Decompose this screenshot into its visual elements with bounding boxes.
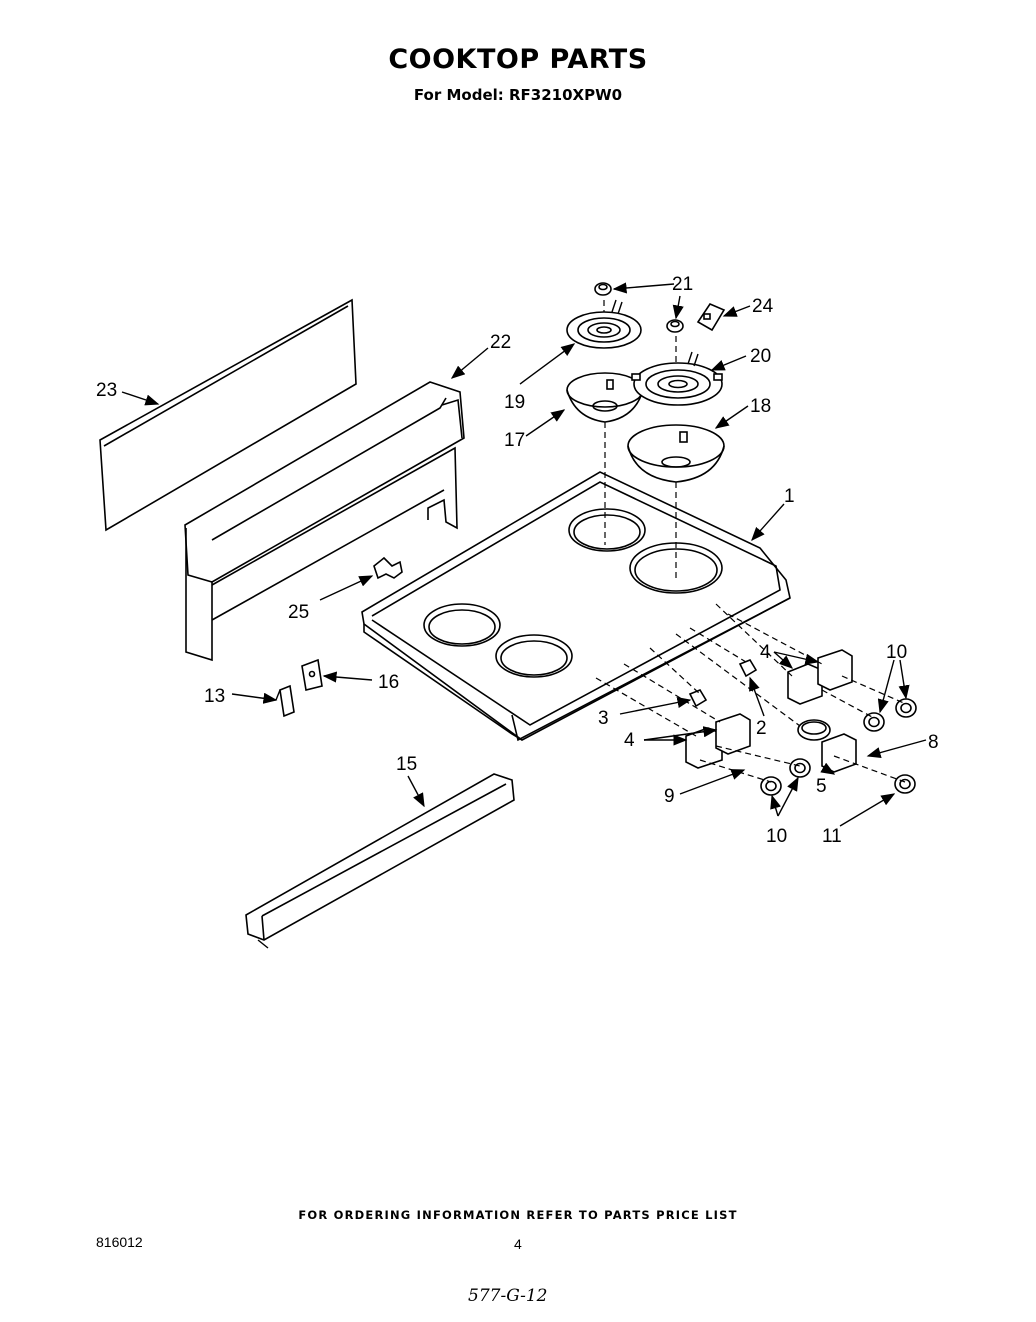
page-number: 4: [514, 1236, 522, 1252]
callout-25: 25: [288, 602, 309, 623]
callout-16: 16: [378, 672, 399, 693]
part-4-switch-right-a: [787, 663, 823, 705]
part-24-terminal-block: [696, 303, 726, 332]
part-10-knob-2: [863, 712, 885, 732]
part-20-large-element: [631, 351, 723, 406]
part-18-large-drip-bowl: [627, 424, 725, 483]
part-21-insulators: [594, 282, 684, 333]
callout-24: 24: [752, 296, 774, 317]
part-1-cooktop: [361, 471, 791, 742]
callout-19: 19: [504, 392, 525, 413]
callout-13: 13: [204, 686, 225, 707]
handwritten-annotation: 577-G-12: [468, 1286, 548, 1306]
part-4-switch-left-b: [715, 713, 751, 755]
callout-8: 8: [928, 732, 939, 753]
part-4-switch-right-b: [817, 649, 853, 691]
part-10-knob-4: [760, 776, 782, 796]
callout-4-left: 4: [624, 730, 635, 751]
part-25-clip: [373, 556, 403, 580]
part-8-clock-bezel: [797, 719, 831, 741]
callout-2: 2: [756, 718, 767, 739]
ordering-note: FOR ORDERING INFORMATION REFER TO PARTS …: [298, 1208, 738, 1222]
callout-18: 18: [750, 396, 771, 417]
callout-22: 22: [490, 332, 511, 353]
callout-21: 21: [672, 274, 693, 295]
callout-5: 5: [816, 776, 827, 797]
part-15-front-trim: [245, 773, 515, 949]
part-11-knob: [894, 774, 916, 794]
document-number: 816012: [96, 1234, 143, 1250]
callout-11: 11: [822, 826, 842, 847]
leader-lines: [121, 282, 927, 827]
part-22-backguard: [184, 381, 465, 662]
part-10-knob-1: [895, 698, 917, 718]
callout-23: 23: [96, 380, 117, 401]
callout-15: 15: [396, 754, 417, 775]
model-subtitle: For Model: RF3210XPW0: [413, 86, 623, 104]
part-13-bracket: [275, 684, 295, 718]
part-19-small-element: [566, 299, 642, 349]
callout-9: 9: [664, 786, 675, 807]
part-16-bracket: [301, 658, 323, 691]
part-5-switch: [821, 733, 857, 773]
callout-4-right: 4: [760, 642, 771, 663]
part-2-indicator-light: [738, 659, 758, 678]
assembly-lines: [595, 300, 907, 783]
callout-17: 17: [504, 430, 525, 451]
callout-10-bottom: 10: [766, 826, 787, 847]
callout-1: 1: [784, 486, 795, 507]
callout-labels: 1 2 3 4 4 5 8 9 10 10 11 13 15 16 17 18 …: [96, 274, 939, 847]
callout-20: 20: [750, 346, 771, 367]
callout-3: 3: [598, 708, 609, 729]
page-title: COOKTOP PARTS: [388, 44, 648, 75]
part-23-back-panel: [99, 298, 357, 532]
part-10-knob-3: [789, 758, 811, 778]
callout-10-top: 10: [886, 642, 907, 663]
